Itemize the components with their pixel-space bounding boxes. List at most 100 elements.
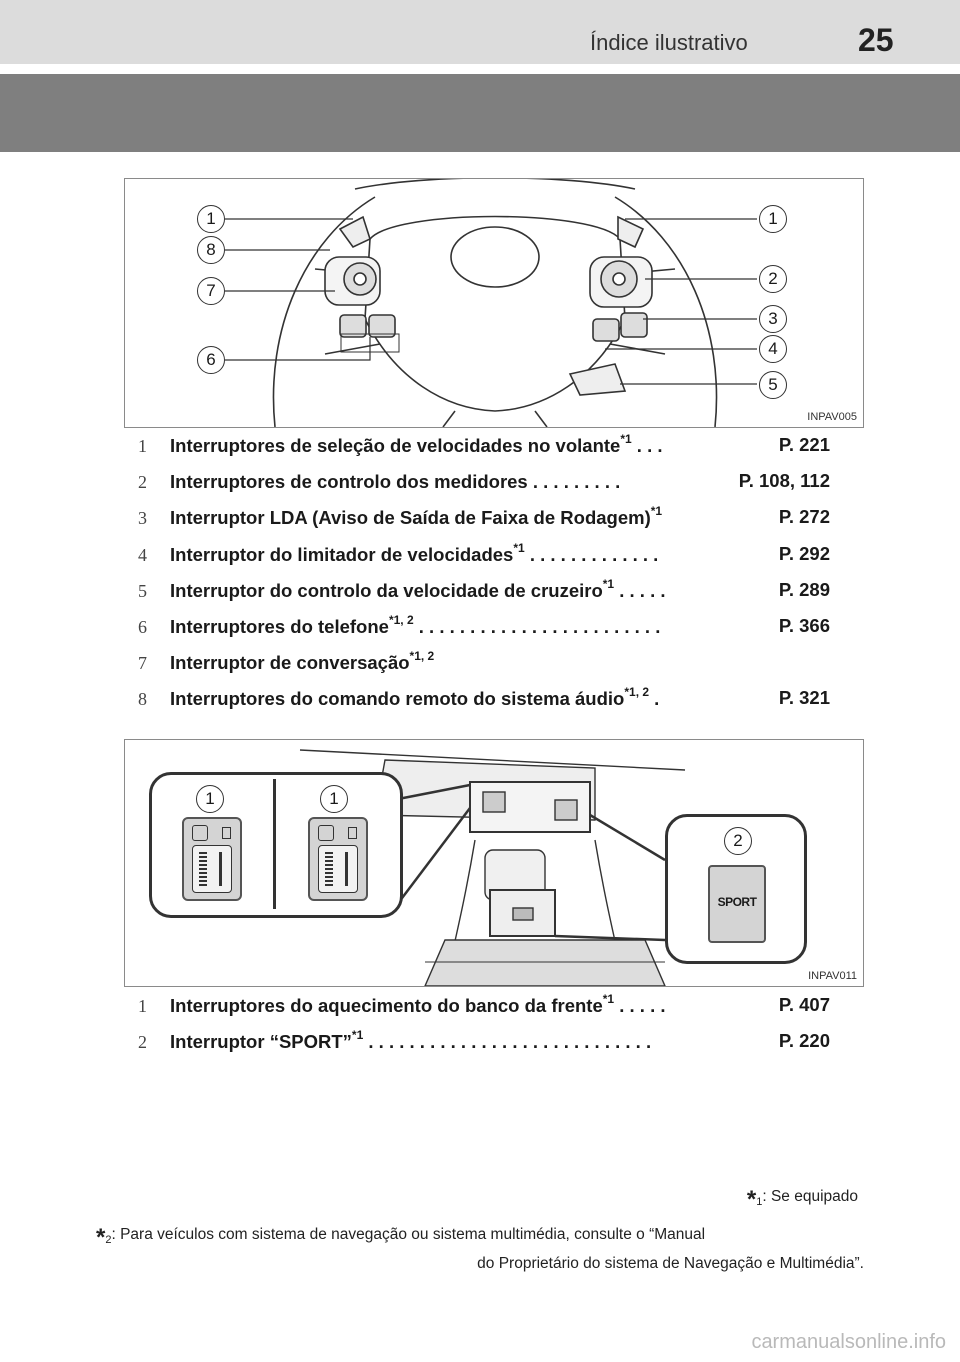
- item-number: 5: [138, 580, 147, 601]
- item-page-ref[interactable]: P. 321: [778, 687, 830, 709]
- item-page-ref[interactable]: P. 289: [778, 578, 830, 600]
- console-switch-list: 1 Interruptores do aquecimento do banco d…: [130, 992, 830, 1064]
- item-text: Interruptor do controlo da velocidade de…: [170, 579, 603, 601]
- switch-level-bar: [325, 852, 333, 886]
- list-item: 6 Interruptores do telefone*1, 2 . . . . …: [130, 613, 830, 645]
- footnote-star: *: [746, 1186, 757, 1213]
- callout-number: 8: [206, 240, 216, 259]
- item-label: Interruptores de seleção de velocidades …: [170, 432, 663, 457]
- callout-6: 6: [197, 346, 225, 374]
- item-number: 2: [138, 1032, 147, 1052]
- list-item: 1 Interruptores de seleção de velocidades…: [130, 432, 830, 464]
- switch-rocker: [318, 845, 358, 893]
- item-page-ref[interactable]: P. 108, 112: [738, 470, 830, 492]
- footnote-2: *2: Para veículos com sistema de navegaç…: [96, 1224, 864, 1273]
- item-number: 6: [138, 617, 147, 637]
- callout-8: 8: [197, 236, 225, 264]
- callout-number: 5: [768, 375, 778, 394]
- item-label: Interruptor do controlo da velocidade de…: [170, 576, 666, 602]
- seat-heater-panel: 1 1: [149, 772, 403, 918]
- callout-1-heater-left: 1: [196, 785, 224, 813]
- item-leader-dots: . . .: [631, 435, 663, 457]
- item-page-ref[interactable]: P. 221: [778, 434, 830, 455]
- callout-number: 7: [206, 281, 216, 300]
- callout-1-right: 1: [759, 205, 787, 233]
- item-page-ref[interactable]: P. 292: [778, 542, 830, 564]
- item-text: Interruptor LDA (Aviso de Saída de Faixa…: [170, 507, 651, 529]
- steering-switch-list: 1 Interruptores de seleção de velocidades…: [130, 432, 830, 724]
- list-item: 2 Interruptor “SPORT”*1 . . . . . . . . .…: [130, 1028, 830, 1060]
- callout-2-sport: 2: [724, 827, 752, 855]
- item-text: Interruptor “SPORT”: [170, 1031, 352, 1053]
- item-leader-dots: .: [649, 688, 660, 710]
- item-leader-dots: . . . . . . . . .: [527, 471, 621, 493]
- item-text: Interruptor do limitador de velocidades: [170, 543, 514, 565]
- item-page-ref[interactable]: P. 272: [778, 506, 830, 528]
- seat-heater-icon: [192, 825, 208, 841]
- item-text: Interruptores do comando remoto do siste…: [170, 688, 625, 710]
- callout-number: 1: [206, 209, 216, 228]
- switch-marker: [345, 852, 348, 886]
- footnote-text-line1: : Para veículos com sistema de navegação…: [111, 1226, 706, 1243]
- item-number: 1: [138, 436, 147, 456]
- item-footnote-mark: *1: [602, 992, 615, 1006]
- steering-wheel-figure: 1 8 7 6 1 2 3 4 5 INPAV005: [124, 178, 864, 428]
- callout-number: 2: [733, 831, 743, 850]
- item-page-ref[interactable]: P. 366: [778, 615, 830, 636]
- item-leader-dots: . . . . .: [614, 995, 666, 1017]
- item-number: 1: [138, 996, 147, 1016]
- item-number: 4: [138, 544, 147, 565]
- item-page-ref[interactable]: P. 407: [778, 994, 830, 1015]
- seat-heater-icon: [318, 825, 334, 841]
- switch-rocker: [192, 845, 232, 893]
- callout-number: 3: [768, 309, 778, 328]
- list-item: 3 Interruptor LDA (Aviso de Saída de Faix…: [130, 504, 830, 536]
- callout-number: 6: [206, 350, 216, 369]
- switch-marker: [219, 852, 222, 886]
- item-footnote-mark: *1: [351, 1028, 364, 1042]
- callout-number: 1: [768, 209, 778, 228]
- item-text: Interruptores de controlo dos medidores: [170, 471, 528, 493]
- footnote-star: *: [96, 1224, 106, 1251]
- sport-label: SPORT: [717, 895, 757, 909]
- header-bar: [0, 0, 960, 64]
- item-text: Interruptores do telefone: [170, 616, 389, 638]
- right-seat-heater-switch[interactable]: [308, 817, 368, 901]
- item-footnote-mark: *1: [602, 576, 615, 591]
- callout-4: 4: [759, 335, 787, 363]
- item-number: 3: [138, 508, 147, 529]
- item-leader-dots: . . . . . . . . . . . . . . . . . . . . …: [413, 616, 661, 638]
- callout-number: 2: [768, 269, 778, 288]
- section-title: Índice ilustrativo: [590, 30, 748, 55]
- item-label: Interruptor do limitador de velocidades*…: [170, 541, 659, 566]
- sport-panel: 2 SPORT: [665, 814, 807, 964]
- item-footnote-mark: *1, 2: [388, 613, 414, 627]
- item-number: 8: [138, 689, 147, 710]
- footnote-index: 2: [105, 1234, 112, 1247]
- item-label: Interruptores do aquecimento do banco da…: [170, 992, 666, 1017]
- item-label: Interruptores de controlo dos medidores …: [170, 470, 620, 493]
- footnote-1: *1: Se equipado: [747, 1186, 858, 1214]
- callout-3: 3: [759, 305, 787, 333]
- sport-button[interactable]: SPORT: [708, 865, 766, 943]
- callout-2: 2: [759, 265, 787, 293]
- left-seat-heater-switch[interactable]: [182, 817, 242, 901]
- item-label: Interruptor “SPORT”*1 . . . . . . . . . …: [170, 1028, 651, 1053]
- console-figure: 1 1 2 SPORT INPAV011: [124, 739, 864, 987]
- item-footnote-mark: *1: [620, 432, 632, 446]
- callout-number: 1: [205, 789, 215, 808]
- item-number: 7: [138, 653, 147, 674]
- callout-number: 1: [329, 789, 339, 808]
- item-page-ref[interactable]: P. 220: [778, 1030, 830, 1051]
- switch-indicator: [222, 827, 231, 839]
- callout-1-left: 1: [197, 205, 225, 233]
- callout-number: 4: [768, 339, 778, 358]
- callout-1-heater-right: 1: [320, 785, 348, 813]
- item-leader-dots: . . . . . . . . . . . . .: [524, 543, 659, 565]
- item-text: Interruptores de seleção de velocidades …: [170, 435, 621, 457]
- list-item: 8 Interruptores do comando remoto do sist…: [130, 685, 830, 717]
- footnote-text: : Se equipado: [762, 1188, 858, 1205]
- figure-code: INPAV011: [808, 970, 857, 982]
